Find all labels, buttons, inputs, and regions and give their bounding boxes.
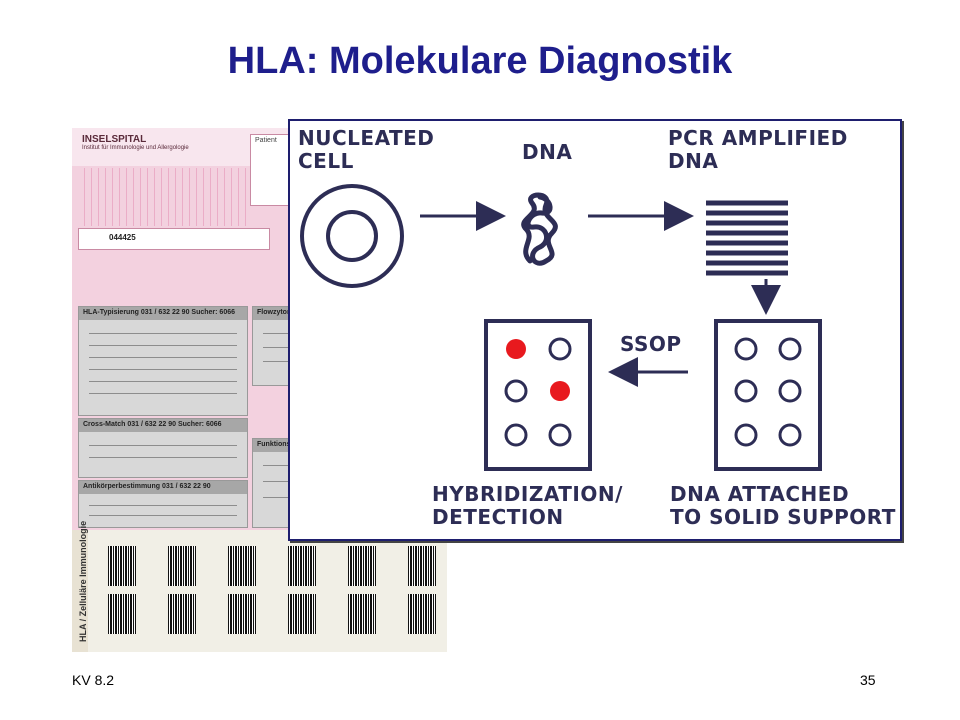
section-heading: Flowzytometrie	[257, 309, 308, 316]
form-section-hla-typing: HLA-Typisierung 031 / 632 22 90 Sucher: …	[78, 306, 248, 416]
date-time-grid	[78, 168, 246, 226]
diagram-graphics	[300, 184, 822, 471]
dna-strand-icon	[521, 192, 558, 266]
amplified-dna-icon	[706, 200, 788, 276]
label-pcr-amplified: PCR AMPLIFIED DNA	[668, 126, 848, 173]
hospital-name: INSELSPITAL	[82, 134, 147, 145]
spot	[778, 337, 802, 361]
order-number-box: 044425	[78, 228, 270, 250]
spot	[504, 423, 528, 447]
spot	[778, 379, 802, 403]
hospital-logo: INSELSPITAL Institut für Immunologie und…	[82, 134, 189, 151]
cell-nucleus	[326, 210, 378, 262]
form-section-cross-match: Cross-Match 031 / 632 22 90 Sucher: 6066	[78, 418, 248, 478]
label-dna-attached: DNA ATTACHED TO SOLID SUPPORT	[670, 482, 896, 529]
hybridization-support	[484, 319, 592, 471]
page-number: 35	[860, 672, 876, 688]
spot	[548, 423, 572, 447]
label-ssop: SSOP	[620, 332, 682, 356]
label-hybridization: HYBRIDIZATION/ DETECTION	[432, 482, 623, 529]
cell-membrane	[300, 184, 404, 288]
form-section-antibody: Antikörperbestimmung 031 / 632 22 90	[78, 480, 248, 528]
spot	[734, 337, 758, 361]
barcode-labels	[72, 530, 447, 652]
section-heading: Cross-Match 031 / 632 22 90 Sucher: 6066	[83, 421, 222, 428]
institute-name: Institut für Immunologie und Allergologi…	[82, 145, 189, 151]
spot	[734, 379, 758, 403]
spot	[504, 379, 528, 403]
form-vertical-label: HLA / Zelluläre Immunologie	[78, 520, 88, 642]
section-heading: Funktionstests	[257, 441, 307, 448]
spot	[778, 423, 802, 447]
section-heading: Antikörperbestimmung 031 / 632 22 90	[83, 483, 211, 490]
spot	[548, 337, 572, 361]
form-side-strip: HLA / Zelluläre Immunologie	[72, 520, 88, 652]
spot-positive	[550, 381, 570, 401]
label-dna: DNA	[522, 140, 573, 164]
patient-label: Patient	[255, 137, 277, 144]
spot	[734, 423, 758, 447]
footer-course-code: KV 8.2	[72, 672, 115, 688]
ssop-workflow-diagram: NUCLEATED CELL DNA PCR AMPLIFIED DNA SSO…	[288, 119, 902, 541]
spot-positive	[506, 339, 526, 359]
section-heading: HLA-Typisierung 031 / 632 22 90 Sucher: …	[83, 309, 235, 316]
slide-title: HLA: Molekulare Diagnostik	[227, 40, 733, 82]
order-number: 044425	[109, 233, 136, 242]
label-nucleated-cell: NUCLEATED CELL	[298, 126, 435, 173]
solid-support	[714, 319, 822, 471]
